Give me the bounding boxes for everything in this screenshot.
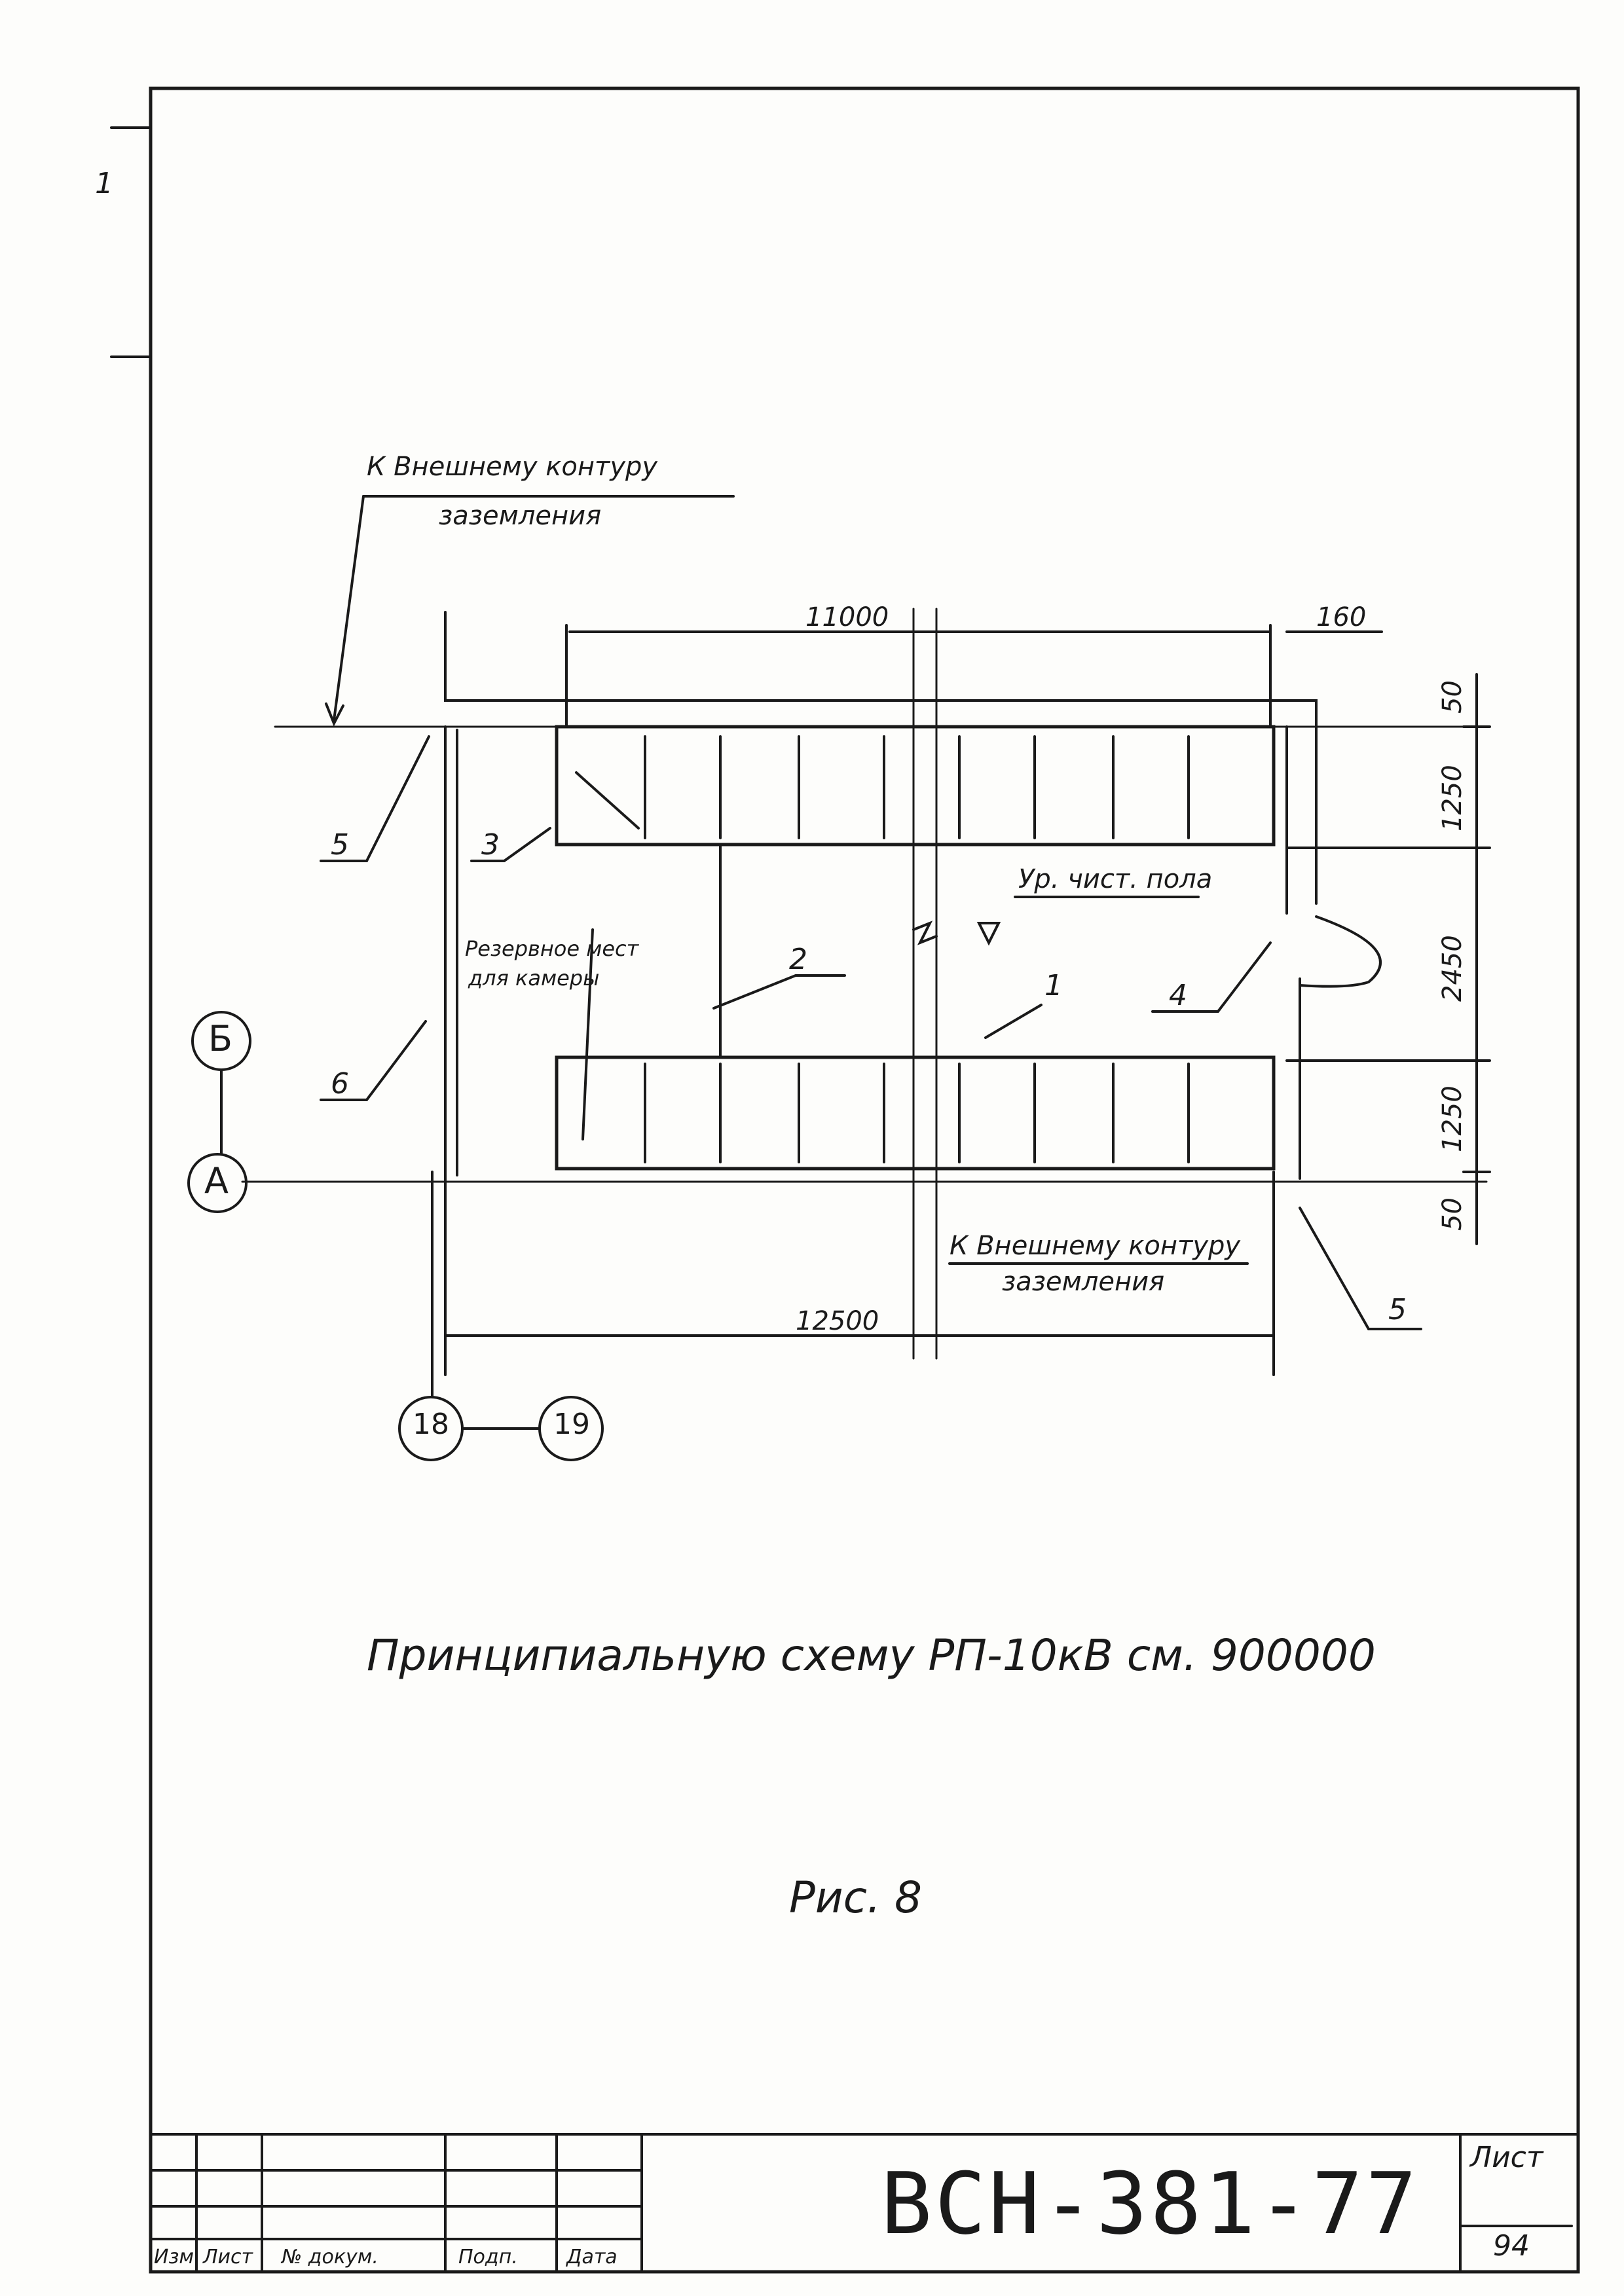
dim-top-length: 11000 [805, 602, 889, 632]
dim-right-50-bottom: 50 [1437, 1197, 1467, 1231]
grid-axis-a: А [204, 1160, 229, 1201]
dim-right-ext [1285, 847, 1488, 1062]
frame-border [149, 86, 1580, 2274]
sheet-number: 94 [1493, 2229, 1530, 2263]
leader-5-top [320, 735, 430, 862]
floor-level-label: Ур. чист. пола [1018, 864, 1213, 894]
dim-right-2450: 2450 [1437, 935, 1467, 1002]
leader-label-1: 1 [1044, 969, 1063, 1002]
leader-1 [984, 1004, 1043, 1039]
leader-label-5-top: 5 [331, 828, 349, 862]
reserve-leader-2 [581, 928, 594, 1140]
ground-top-label-1: К Внешнему контуру [367, 452, 658, 482]
leader-label-6: 6 [331, 1067, 349, 1101]
leader-label-5-bottom: 5 [1388, 1293, 1407, 1326]
leader-5-bottom [1299, 1207, 1422, 1330]
dim-top-right: 160 [1316, 602, 1367, 632]
leader-label-3: 3 [481, 828, 500, 862]
reserve-label-2: для камеры [468, 966, 600, 991]
break-mark [912, 920, 938, 945]
dim-right-1250-bottom: 1250 [1437, 1085, 1467, 1152]
grid-axis-18: 18 [413, 1408, 449, 1441]
grid-circle-a [187, 1153, 248, 1213]
dim-right-50-top: 50 [1437, 680, 1467, 714]
grid-axis-b: Б [208, 1018, 233, 1059]
tb-col-doc: № докум. [282, 2246, 378, 2269]
figure-caption: Рис. 8 [789, 1872, 922, 1923]
reserve-leader-1 [575, 771, 640, 829]
ground-top-leader [333, 495, 365, 721]
ground-top-label-2: заземления [439, 501, 602, 531]
row-top-cells [644, 735, 1190, 839]
tb-col-izm: Изм. [154, 2246, 200, 2269]
leader-label-2: 2 [789, 943, 807, 976]
outer-wall-top [444, 611, 1318, 905]
tb-col-date: Дата [566, 2246, 618, 2269]
dim-top-ext [565, 624, 1272, 728]
door-arc [1299, 915, 1382, 988]
row-bottom-cells [644, 1063, 1190, 1163]
dim-bottom-length: 12500 [796, 1306, 879, 1336]
leader-2 [712, 974, 846, 1010]
dim-right-1250-top: 1250 [1437, 765, 1467, 831]
dim-bottom-ext [444, 1171, 1275, 1376]
reserve-label-1: Резервное мест [465, 936, 639, 961]
title-block-grid [149, 2133, 643, 2273]
tb-col-sign: Подп. [458, 2246, 518, 2269]
break-line [912, 608, 938, 1360]
leader-label-4: 4 [1169, 979, 1187, 1012]
grid-axis-19: 19 [553, 1408, 590, 1441]
ground-top-arrow [325, 702, 344, 727]
leader-3 [470, 827, 551, 862]
document-code: ВСН-381-77 [881, 2154, 1420, 2253]
ground-bottom-label-1: К Внешнему контуру [950, 1231, 1241, 1261]
title-block-frame [149, 2133, 1579, 2273]
leader-6 [320, 1020, 427, 1101]
sheet-label: Лист [1470, 2141, 1543, 2174]
scheme-note: Принципиальную схему РП-10кВ см. 900000 [367, 1630, 1376, 1681]
ground-bottom-label-2: заземления [1002, 1267, 1165, 1297]
row-top-outline [555, 725, 1276, 847]
row-bottom-outline [555, 1055, 1276, 1171]
leader-4 [1151, 941, 1272, 1013]
tb-col-list: Лист [203, 2246, 253, 2269]
floor-level-marker [976, 922, 1001, 946]
margin-mark: 1 [95, 167, 113, 200]
